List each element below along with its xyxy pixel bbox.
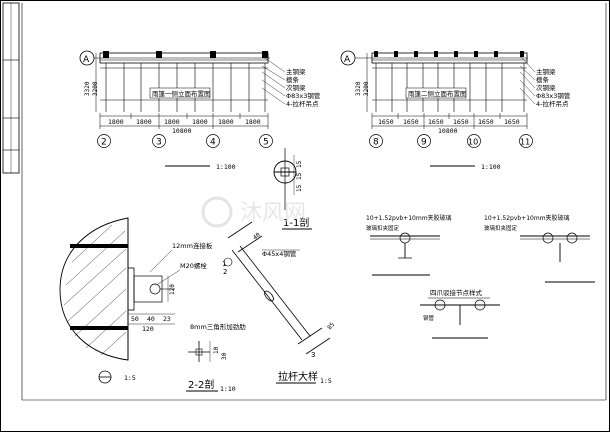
elev2-axis-8: 8 xyxy=(373,138,379,148)
elev1-scale: 1:100 xyxy=(216,163,236,171)
section-2-2: 8mm三角形加劲肋 10 30 2-2剖 1:10 xyxy=(186,322,246,393)
elev2-dim-v2: 3200 xyxy=(363,81,370,96)
detail1-label-plate: 12mm连接板 xyxy=(172,241,213,250)
sec2-label: 8mm三角形加劲肋 xyxy=(190,322,246,331)
elev2-label-pipe: Φ83x3钢管 xyxy=(536,91,571,100)
sec2-dim-2: 30 xyxy=(221,352,228,360)
sec1-dim-2: 15 xyxy=(296,172,303,180)
elevation-2: A 雨篷二侧立面布置图 xyxy=(340,50,571,171)
elev1-axis-top: A xyxy=(83,55,90,65)
sec1-dim-1: 15 xyxy=(296,160,303,168)
sec2-dim-1: 10 xyxy=(213,346,220,354)
section-1-1: 15 15 15 1-1剖 xyxy=(273,148,312,230)
elev2-dim-1: 1650 xyxy=(378,118,394,126)
glass2-label: 10+1.52pvb+10mm夹胶玻璃 xyxy=(484,214,570,222)
elev2-axis-top: A xyxy=(344,55,351,65)
elev1-dim-5: 1800 xyxy=(218,118,234,126)
concrete-wall xyxy=(59,217,129,361)
detail-1-wall-connection: 12mm连接板 M20螺栓 120 50 40 23 120 1:5 xyxy=(59,217,213,384)
elev1-dim-v2: 3200 xyxy=(92,81,99,96)
elev1-dim-6: 1800 xyxy=(245,118,261,126)
elevation-1: A 雨篷一侧立面布置图 3320 3200 xyxy=(79,50,321,171)
elev2-axis-10: 10 xyxy=(468,138,478,147)
elev1-label-purlin: 檩条 xyxy=(286,75,300,84)
elev2-title-strip: 雨篷二侧立面布置图 xyxy=(408,89,467,98)
rod-title: 拉杆大样 xyxy=(278,370,318,383)
elev2-axis-9: 9 xyxy=(421,138,427,148)
detail1-dim-side: 120 xyxy=(169,284,176,295)
elev1-label-sec-beam: 次钢梁 xyxy=(286,83,306,92)
rod-detail: Φ45x4钢管 1 2 3 40 85 拉杆大样 1:5 xyxy=(222,221,336,385)
glass1-sub: 玻璃扣夹固定 xyxy=(366,224,400,232)
elev1-dim-1: 1800 xyxy=(108,118,124,126)
elev2-axis-11: 11 xyxy=(520,138,530,147)
elev1-axis-5: 5 xyxy=(263,138,269,148)
elev2-label-main-beam: 主钢梁 xyxy=(536,67,556,76)
glass3-sub: 钢管 xyxy=(423,314,435,322)
elev1-dim-v1: 3320 xyxy=(84,81,91,96)
elev2-label-hang: 4-拉杆吊点 xyxy=(536,99,569,108)
rod-num-3: 3 xyxy=(311,351,315,359)
elev2-dim-3: 1650 xyxy=(428,118,444,126)
rod-label-pipe: Φ45x4钢管 xyxy=(262,249,297,258)
glass-details: 10+1.52pvb+10mm夹胶玻璃 玻璃扣夹固定 10+1.52pvb+10… xyxy=(366,214,595,339)
detail1-dim-1: 50 xyxy=(131,315,139,323)
elev2-main-beam xyxy=(371,52,528,64)
glass3-title: 四爪驳接节点样式 xyxy=(430,288,483,297)
sec1-title: 1-1剖 xyxy=(283,216,309,229)
elev1-label-main-beam: 主钢梁 xyxy=(286,67,306,76)
rod-dim-2: 85 xyxy=(326,321,336,331)
elev1-label-hang: 4-拉杆吊点 xyxy=(286,99,319,108)
rod-dim-1: 40 xyxy=(252,231,262,241)
elev2-dim-6: 1650 xyxy=(504,118,520,126)
sec1-dim-3: 15 xyxy=(296,184,303,192)
elev2-dim-2: 1650 xyxy=(403,118,419,126)
glass2-sub: 玻璃扣夹固定 xyxy=(484,224,518,232)
watermark: 沐风网 xyxy=(201,196,306,228)
elev1-total: 10800 xyxy=(172,127,192,135)
detail1-dim-total: 120 xyxy=(142,325,154,333)
rod-scale: 1:5 xyxy=(320,377,332,385)
elev1-axis-3: 3 xyxy=(156,138,162,148)
elev2-scale: 1:100 xyxy=(481,163,501,171)
elev2-dim-v1: 3320 xyxy=(355,81,362,96)
watermark-text: 沐风网 xyxy=(240,201,306,226)
sec2-scale: 1:10 xyxy=(220,385,236,393)
elev2-label-sec-beam: 次钢梁 xyxy=(536,83,556,92)
elev1-title-strip: 雨篷一侧立面布置图 xyxy=(152,89,211,98)
detail1-label-bolt: M20螺栓 xyxy=(180,261,207,270)
sec2-title: 2-2剖 xyxy=(188,378,214,391)
rod-num-1: 1 xyxy=(222,260,226,268)
elev2-label-purlin: 檩条 xyxy=(536,75,550,84)
elev2-dim-5: 1650 xyxy=(478,118,494,126)
elev1-dim-3: 1800 xyxy=(164,118,180,126)
elev1-label-pipe: Φ83x3钢管 xyxy=(286,91,321,100)
elev1-axis-2: 2 xyxy=(101,138,107,148)
detail1-dim-3: 23 xyxy=(163,315,171,323)
elev1-dim-2: 1800 xyxy=(136,118,152,126)
elev1-dim-4: 1800 xyxy=(192,118,208,126)
elev2-total: 10800 xyxy=(438,127,458,135)
elev1-axis-4: 4 xyxy=(210,138,216,148)
detail1-dim-2: 40 xyxy=(147,315,155,323)
detail1-scale: 1:5 xyxy=(124,374,136,382)
rod-num-2: 2 xyxy=(223,268,227,276)
elev2-dim-4: 1650 xyxy=(453,118,469,126)
glass1-label: 10+1.52pvb+10mm夹胶玻璃 xyxy=(366,214,452,222)
